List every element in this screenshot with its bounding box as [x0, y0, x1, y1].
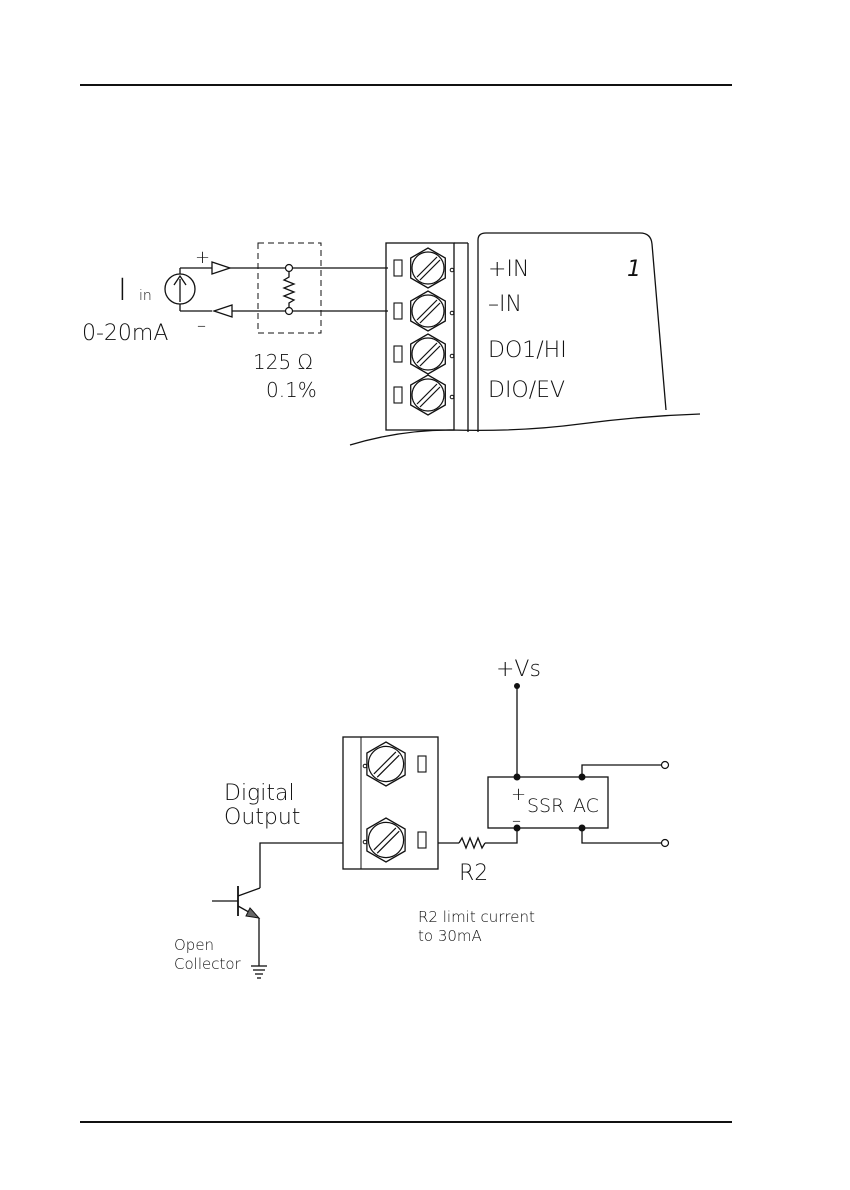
plus-sign: + — [195, 247, 210, 268]
r2-resistor-symbol — [459, 838, 485, 848]
terminal-screw-icon — [394, 248, 454, 288]
ssr-ac-label: AC — [573, 795, 599, 817]
shunt-resistor-box — [258, 243, 321, 333]
r2-label: R2 — [459, 861, 488, 886]
positive-arrow-icon — [212, 262, 230, 274]
terminal-screw-icon — [394, 375, 454, 415]
ac-terminal-bottom — [662, 840, 669, 847]
channel-number-label: 1 — [627, 257, 641, 282]
supply-voltage-label: +Vs — [496, 657, 541, 682]
current-symbol-text: I — [118, 273, 127, 308]
terminal-label-dio-ev: DIO/EV — [488, 378, 565, 403]
current-source-symbol — [165, 268, 212, 311]
resistor-value-label: 125 Ω — [253, 350, 313, 374]
r2-note-line2: to 30mA — [418, 927, 482, 945]
digital-output-label-line2: Output — [224, 805, 300, 830]
current-input-diagram: I in 0-20mA + – 125 Ω 0.1% +IN — [82, 233, 700, 445]
terminal-label-minus-in: –IN — [488, 292, 522, 317]
negative-arrow-icon — [214, 305, 232, 317]
resistor-tolerance-label: 0.1% — [266, 378, 317, 402]
digital-output-label-line1: Digital — [224, 781, 295, 806]
terminal-screw-icon — [363, 818, 426, 862]
ac-terminal-top — [662, 762, 669, 769]
terminal-label-plus-in: +IN — [488, 257, 529, 282]
terminal-screw-icon — [394, 291, 454, 331]
current-range-label: 0-20mA — [82, 321, 168, 346]
ground-icon — [251, 966, 267, 978]
open-collector-label-line2: Collector — [174, 955, 242, 973]
npn-transistor-icon — [212, 886, 260, 966]
terminal-screw-icon — [394, 334, 454, 374]
open-collector-label-line1: Open — [174, 936, 214, 954]
ssr-plus-sign: + — [511, 784, 526, 805]
minus-sign: – — [197, 315, 206, 336]
terminal-label-do1-hi: DO1/HI — [488, 338, 567, 363]
current-subscript-text: in — [139, 288, 152, 304]
ssr-label: SSR — [527, 795, 564, 817]
shunt-resistor-symbol — [284, 265, 294, 315]
digital-output-diagram: +Vs SSR AC + – R2 R2 limit current to 30… — [174, 657, 669, 978]
terminal-screw-icon — [363, 742, 426, 786]
r2-note-line1: R2 limit current — [418, 908, 535, 926]
source-current-label: I in — [118, 273, 152, 308]
